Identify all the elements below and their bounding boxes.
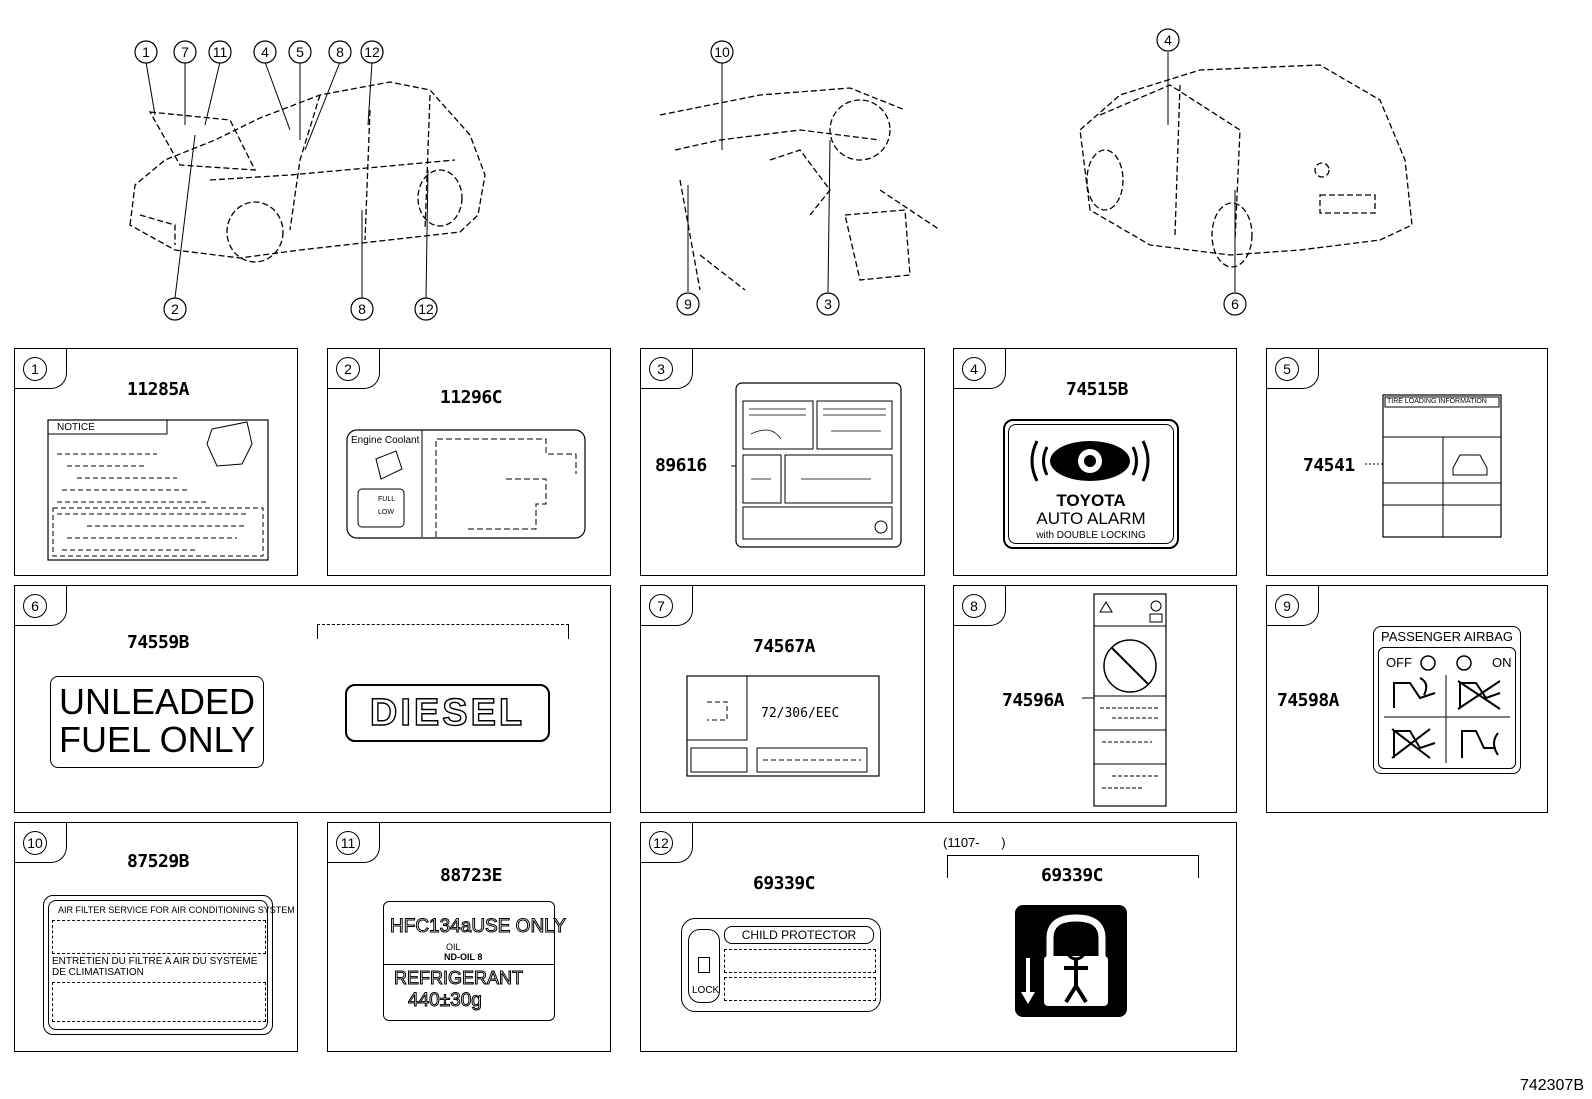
callout-1: 1 <box>23 357 47 381</box>
unleaded-label: UNLEADED FUEL ONLY <box>50 676 264 768</box>
child-protector-title: CHILD PROTECTOR <box>724 926 874 944</box>
part-number: 74596A <box>1002 690 1065 711</box>
unleaded-line1: UNLEADED <box>58 681 256 722</box>
panel-4: 4 74515B TOYOTA AUTO ALARM with DOUBLE L… <box>953 348 1237 576</box>
callout-2: 2 <box>336 357 360 381</box>
panel-12: 12 69339C LOCK CHILD PROTECTOR (1107- ) … <box>640 822 1237 1052</box>
part-number: 11296C <box>440 387 503 408</box>
variant-bracket <box>947 855 1199 878</box>
panel-7: 7 74567A 72/306/EEC <box>640 585 925 813</box>
part-number: 87529B <box>127 851 190 872</box>
part-number: 74559B <box>127 632 190 653</box>
callout-3: 3 <box>649 357 673 381</box>
front-callout: 2 <box>171 301 179 317</box>
alarm-line2: with DOUBLE LOCKING <box>1036 530 1146 541</box>
panel-9: 9 74598A PASSENGER AIRBAG OFF ON <box>1266 585 1548 813</box>
front-callout: 4 <box>261 44 269 60</box>
date-range: (1107- ) <box>943 835 1006 850</box>
air-filter-line3: DE CLIMATISATION <box>52 967 144 978</box>
part-number: 74541 <box>1303 455 1355 476</box>
refrigerant-line1: HFC134aUSE ONLY <box>390 916 567 938</box>
oil-label: OIL <box>446 942 461 952</box>
unleaded-line2: FUEL ONLY <box>58 719 256 760</box>
front-callout: 12 <box>364 44 380 60</box>
alarm-label: TOYOTA AUTO ALARM with DOUBLE LOCKING <box>1003 419 1179 549</box>
part-number-b: 69339C <box>1041 865 1104 886</box>
callout-12: 12 <box>649 831 673 855</box>
on-label: ON <box>1492 655 1512 670</box>
callout-8: 8 <box>962 594 986 618</box>
panel-2: 2 11296C Engine Coolant FULL LOW <box>327 348 611 576</box>
refrigerant-line3: 440±30g <box>408 990 483 1012</box>
dash-callout: 10 <box>714 44 730 60</box>
panel-11: 11 88723E HFC134aUSE ONLY OIL ND-OIL 8 R… <box>327 822 611 1052</box>
alarm-car-icon <box>1030 440 1150 482</box>
part-number: 74515B <box>1066 379 1129 400</box>
notice-label-diagram <box>47 419 269 561</box>
panel-6: 6 74559B UNLEADED FUEL ONLY DIESEL <box>14 585 611 813</box>
front-callout: 11 <box>213 44 228 60</box>
part-number: 74598A <box>1277 690 1340 711</box>
front-callout: 7 <box>181 44 189 60</box>
panel-10: 10 87529B AIR FILTER SERVICE FOR AIR CON… <box>14 822 298 1052</box>
lock-text: LOCK <box>692 985 720 996</box>
notice-text: NOTICE <box>57 422 95 433</box>
front-callout: 5 <box>296 44 304 60</box>
part-number: 74567A <box>753 636 816 657</box>
eec-code: 72/306/EEC <box>761 706 840 721</box>
front-callout: 12 <box>418 301 434 317</box>
refrigerant-line2: REFRIGERANT <box>393 968 524 989</box>
catalog-number: 742307B <box>1519 1077 1584 1094</box>
panel-3: 3 89616 <box>640 348 925 576</box>
tire-loading-header: TIRE LOADING INFORMATION <box>1387 398 1487 405</box>
front-callout: 8 <box>336 44 344 60</box>
callout-4: 4 <box>962 357 986 381</box>
full-mark: FULL <box>378 496 396 503</box>
part-number: 88723E <box>440 865 503 886</box>
airbag-icons <box>1384 655 1510 763</box>
panel-8: 8 74596A <box>953 585 1237 813</box>
panel-5: 5 74541 TIRE LOADING INFORMATION <box>1266 348 1548 576</box>
jump-start-label-diagram <box>731 382 902 548</box>
tire-loading-label-diagram <box>1365 394 1502 538</box>
callout-11: 11 <box>336 831 360 855</box>
panel-1: 1 11285A NOTICE <box>14 348 298 576</box>
rear-callout: 4 <box>1164 32 1172 48</box>
callout-6: 6 <box>23 594 47 618</box>
air-filter-line2: ENTRETIEN DU FILTRE A AIR DU SYSTEME <box>52 956 258 967</box>
callout-10: 10 <box>23 831 47 855</box>
airbag-warning-label-diagram <box>1082 593 1167 807</box>
coolant-label-diagram <box>346 429 586 539</box>
diesel-text: DIESEL <box>369 691 526 734</box>
dash-callout: 3 <box>824 296 832 312</box>
child-lock-icon <box>1021 914 1108 1006</box>
dash-callout: 9 <box>684 296 692 312</box>
coolant-title: Engine Coolant <box>351 435 420 446</box>
airbag-title: PASSENGER AIRBAG <box>1381 629 1513 644</box>
passenger-airbag-label: PASSENGER AIRBAG OFF ON <box>1373 626 1521 774</box>
alarm-line1: AUTO ALARM <box>1036 509 1146 528</box>
refrigerant-label: HFC134aUSE ONLY OIL ND-OIL 8 REFRIGERANT… <box>383 901 567 1021</box>
diesel-label: DIESEL <box>345 684 550 742</box>
air-filter-line1: AIR FILTER SERVICE FOR AIR CONDITIONING … <box>58 905 295 915</box>
front-callout: 8 <box>358 301 366 317</box>
variant-bracket <box>317 624 569 639</box>
rear-callout: 6 <box>1231 296 1239 312</box>
off-label: OFF <box>1386 655 1412 670</box>
part-number: 69339C <box>753 873 816 894</box>
eec-label-diagram <box>686 675 880 777</box>
child-protector-label: LOCK CHILD PROTECTOR <box>681 918 881 1012</box>
front-callout: 1 <box>142 44 150 60</box>
overview-illustrations: 1 7 11 4 5 8 12 2 8 12 10 9 3 4 6 <box>129 28 1413 321</box>
low-mark: LOW <box>378 509 394 516</box>
callout-9: 9 <box>1275 594 1299 618</box>
child-lock-pictogram <box>1015 905 1127 1017</box>
part-number: 11285A <box>127 379 190 400</box>
part-number: 89616 <box>655 455 707 476</box>
alarm-brand: TOYOTA <box>1056 491 1126 510</box>
air-filter-label: AIR FILTER SERVICE FOR AIR CONDITIONING … <box>43 895 295 1035</box>
callout-7: 7 <box>649 594 673 618</box>
callout-5: 5 <box>1275 357 1299 381</box>
oil-grade: ND-OIL 8 <box>444 952 483 962</box>
